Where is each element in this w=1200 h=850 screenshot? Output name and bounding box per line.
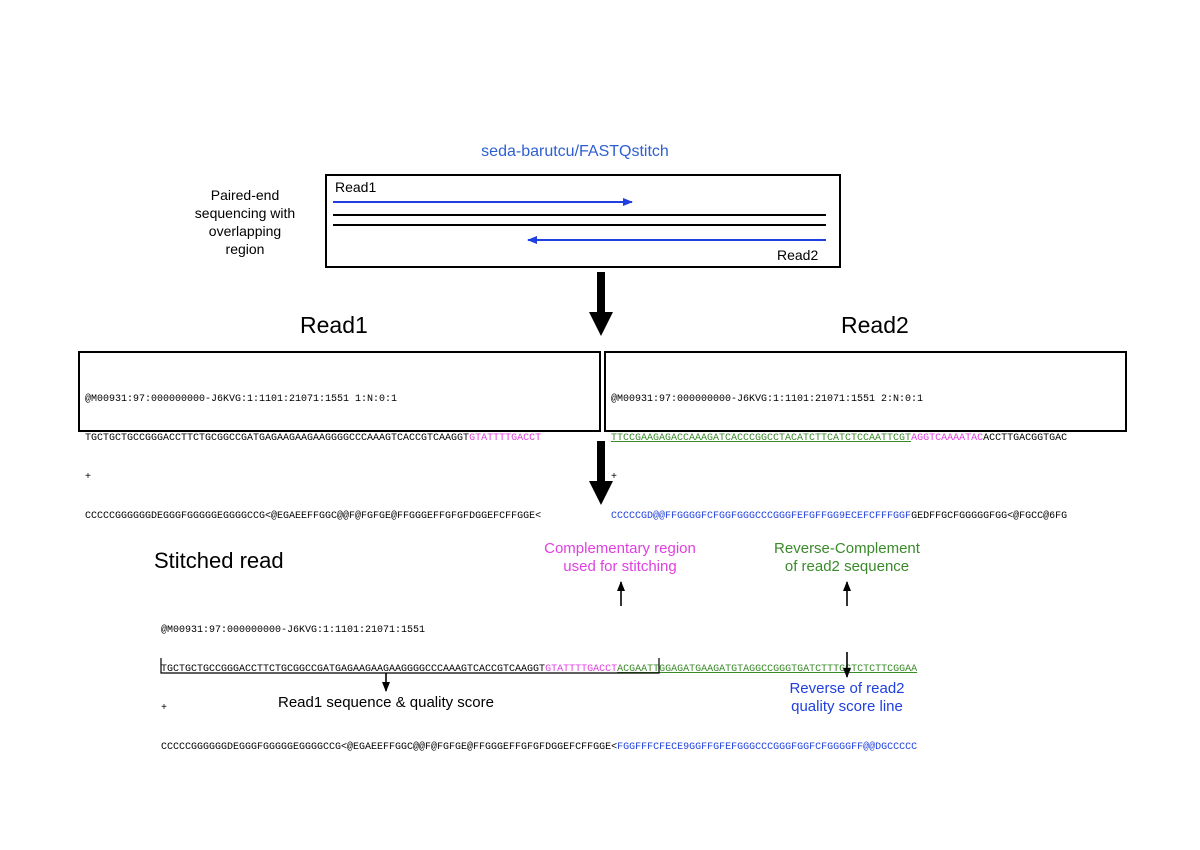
read2-record: @M00931:97:000000000-J6KVG:1:1101:21071:…	[611, 367, 1067, 536]
read2-seq-revcomp: TTCCGAAGAGACCAAAGATCACCCGGCCTACATCTTCATC…	[611, 433, 912, 444]
read1-header-line: @M00931:97:000000000-J6KVG:1:1101:21071:…	[85, 394, 398, 405]
read2-plus-line: +	[611, 472, 618, 483]
read2-quality-line: CCCCCGD@@FFGGGGFCFGGFGGGCCCGGGFEFGFFGG9E…	[611, 510, 1067, 523]
annotation-reverse-complement: Reverse-Complement of read2 sequence	[774, 540, 920, 575]
overview-read2-label: Read2	[777, 247, 819, 263]
read1-sequence-line: TGCTGCTGCCGGGACCTTCTGCGGCCGATGAGAAGAAGAA…	[85, 432, 541, 445]
stitched-seq-revcomp: ACGAATTGGAGATGAAGATGTAGGCCGGGTGATCTTTGGT…	[617, 664, 918, 675]
read1-quality-line: CCCCCGGGGGGDEGGGFGGGGGEGGGGCCG<@EGAEEFFG…	[85, 511, 542, 522]
stitched-seq-plain: TGCTGCTGCCGGGACCTTCTGCGGCCGATGAGAAGAAGAA…	[161, 664, 546, 675]
annotation-complementary-region: Complementary region used for stitching	[544, 540, 696, 575]
read2-sequence-line: TTCCGAAGAGACCAAAGATCACCCGGCCTACATCTTCATC…	[611, 432, 1067, 445]
read1-plus-line: +	[85, 472, 92, 483]
read1-seq-overlap: GTATTTTGACCT	[469, 433, 542, 444]
read2-seq-overlap: AGGTCAAAATAC	[911, 433, 984, 444]
read2-box	[604, 351, 1127, 432]
read2-qual-plain: GEDFFGCFGGGGGFGG<@FGCC@6FG	[911, 511, 1068, 522]
read1-seq-plain: TGCTGCTGCCGGGACCTTCTGCGGCCGATGAGAAGAAGAA…	[85, 433, 470, 444]
stitched-heading: Stitched read	[154, 548, 284, 573]
overview-read1-label: Read1	[335, 179, 377, 195]
stitched-qual-blue: FGGFFFCFECE9GGFFGFEFGGGCCCGGGFGGFCFGGGGF…	[617, 742, 918, 753]
overview-box	[325, 174, 841, 268]
page-title: seda-barutcu/FASTQstitch	[481, 143, 669, 160]
stitched-qual-plain: CCCCCGGGGGGDEGGGFGGGGGEGGGGCCG<@EGAEEFFG…	[161, 742, 618, 753]
read2-seq-plain: ACCTTGACGGTGAC	[983, 433, 1068, 444]
stitched-quality-line: CCCCCGGGGGGDEGGGFGGGGGEGGGGCCG<@EGAEEFFG…	[161, 741, 917, 754]
stitched-seq-overlap: GTATTTTGACCT	[545, 664, 618, 675]
stitched-header-line: @M00931:97:000000000-J6KVG:1:1101:21071:…	[161, 625, 426, 636]
read1-box	[78, 351, 601, 432]
annotation-read1-sequence-quality: Read1 sequence & quality score	[278, 694, 494, 711]
stitched-record: @M00931:97:000000000-J6KVG:1:1101:21071:…	[161, 598, 917, 767]
read1-heading: Read1	[300, 312, 368, 338]
read2-qual-blue: CCCCCGD@@FFGGGGFCFGGFGGGCCCGGGFEFGFFGG9E…	[611, 511, 912, 522]
stitched-sequence-line: TGCTGCTGCCGGGACCTTCTGCGGCCGATGAGAAGAAGAA…	[161, 663, 917, 676]
read1-record: @M00931:97:000000000-J6KVG:1:1101:21071:…	[85, 367, 541, 536]
stitched-plus-line: +	[161, 703, 168, 714]
read2-header-line: @M00931:97:000000000-J6KVG:1:1101:21071:…	[611, 394, 924, 405]
read1-bracket	[160, 658, 660, 674]
annotation-reverse-quality: Reverse of read2 quality score line	[789, 680, 905, 715]
down-arrow-icon	[589, 441, 613, 505]
down-arrow-icon	[589, 272, 613, 336]
overview-side-label: Paired-end sequencing with overlapping r…	[194, 187, 296, 257]
read2-heading: Read2	[841, 312, 909, 338]
